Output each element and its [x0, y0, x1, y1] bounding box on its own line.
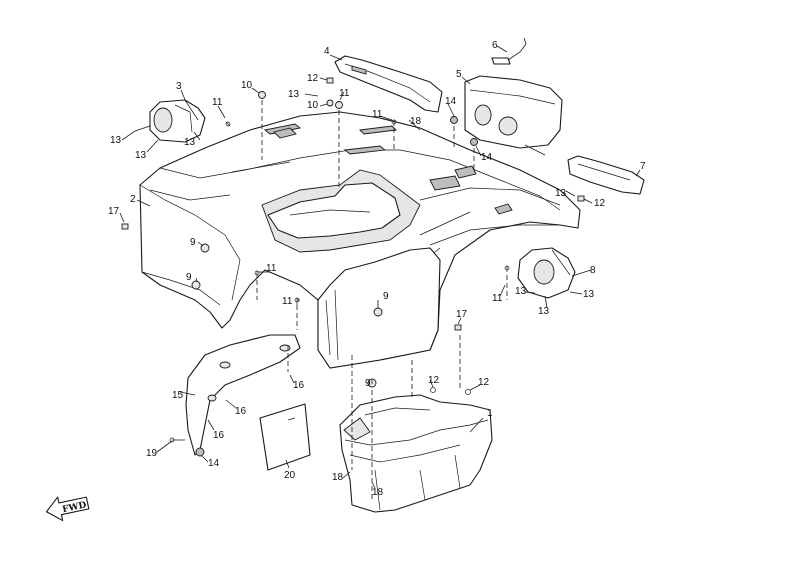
callout-10-a: 10 — [241, 80, 253, 91]
callout-13-e: 13 — [555, 188, 567, 199]
callout-4: 4 — [324, 46, 330, 57]
rear-fender-body — [139, 111, 581, 369]
callout-20: 20 — [284, 470, 296, 481]
fwd-label: FWD — [62, 500, 88, 515]
callout-17-a: 17 — [108, 206, 120, 217]
callout-19: 19 — [146, 448, 158, 459]
warning-label-plate — [259, 403, 311, 471]
callout-labels: 1 2 3 4 5 6 7 8 9 9 9 9 10 10 11 11 11 1… — [108, 40, 646, 498]
left-mud-flap — [185, 334, 301, 456]
callout-13-c: 13 — [184, 137, 196, 148]
callout-17-b: 17 — [456, 309, 468, 320]
callout-6: 6 — [492, 40, 498, 51]
callout-13-h: 13 — [583, 289, 595, 300]
callout-18-c: 18 — [372, 487, 384, 498]
callout-1: 1 — [487, 408, 493, 419]
callout-16-b: 16 — [235, 406, 247, 417]
callout-11-d: 11 — [372, 109, 383, 120]
right-reflector-trim — [567, 155, 645, 195]
callout-18-a: 18 — [410, 116, 422, 127]
callout-9-b: 9 — [186, 272, 192, 283]
callout-16-c: 16 — [213, 430, 225, 441]
callout-13-b: 13 — [135, 150, 147, 161]
callout-14-c: 14 — [208, 458, 220, 469]
callout-11-e: 11 — [492, 293, 503, 304]
callout-9-a: 9 — [190, 237, 196, 248]
callout-12-d: 12 — [478, 377, 490, 388]
callout-11-f: 11 — [339, 88, 350, 99]
callout-2: 2 — [130, 194, 136, 205]
inner-fender-liner — [339, 394, 493, 513]
callout-3: 3 — [176, 81, 182, 92]
callout-13-d: 13 — [288, 89, 300, 100]
callout-13-a: 13 — [110, 135, 122, 146]
leader-lines — [119, 45, 641, 489]
callout-5: 5 — [456, 69, 462, 80]
wire-connector — [491, 37, 527, 65]
right-tail-lamp — [517, 247, 576, 299]
callout-12-c: 12 — [428, 375, 440, 386]
callout-9-c: 9 — [383, 291, 389, 302]
callout-15: 15 — [172, 390, 184, 401]
callout-13-g: 13 — [538, 306, 550, 317]
fasteners — [121, 77, 585, 457]
callout-10-b: 10 — [307, 100, 319, 111]
callout-7: 7 — [640, 161, 646, 172]
callout-11-b: 11 — [266, 263, 277, 274]
callout-16-a: 16 — [293, 380, 305, 391]
callout-8: 8 — [590, 265, 596, 276]
left-tail-lamp — [149, 99, 206, 143]
callout-14-b: 14 — [481, 152, 493, 163]
callout-11-c: 11 — [282, 296, 293, 307]
callout-13-f: 13 — [515, 286, 527, 297]
callout-11-a: 11 — [212, 97, 223, 108]
callout-9-d: 9 — [365, 378, 371, 389]
forward-direction-arrow: FWD — [45, 496, 90, 522]
callout-18-b: 18 — [332, 472, 344, 483]
assembly-guide-lines — [256, 100, 508, 500]
callout-12-a: 12 — [307, 73, 319, 84]
callout-14-a: 14 — [445, 96, 457, 107]
center-lamp-housing — [464, 75, 563, 156]
callout-12-b: 12 — [594, 198, 606, 209]
rear-grab-bar — [334, 55, 443, 113]
